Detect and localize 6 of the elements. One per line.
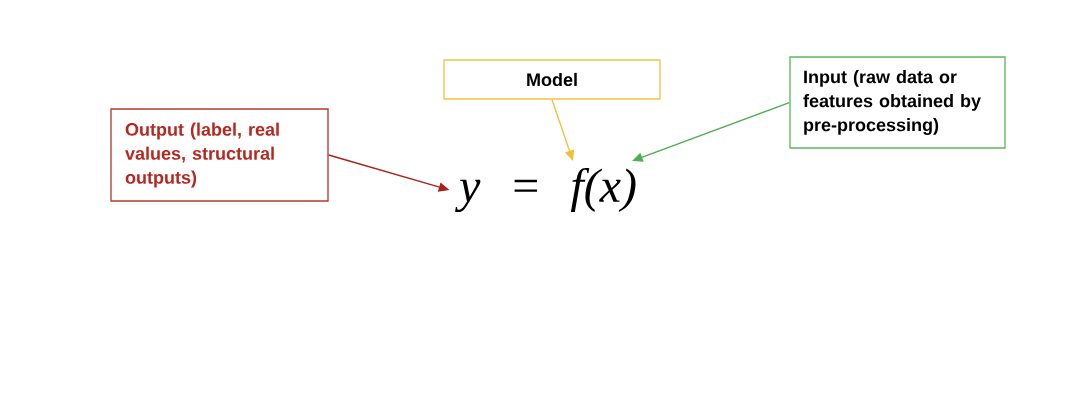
callout-box: Output (label, real values, structural outputs) [110, 108, 329, 202]
arrow [551, 99, 575, 161]
arrow [632, 101, 790, 162]
callout-box: Model [443, 59, 661, 100]
equation: y = f(x) [455, 167, 636, 213]
callout-box: Input (raw data or features obtained by pre-processing) [789, 56, 1006, 149]
